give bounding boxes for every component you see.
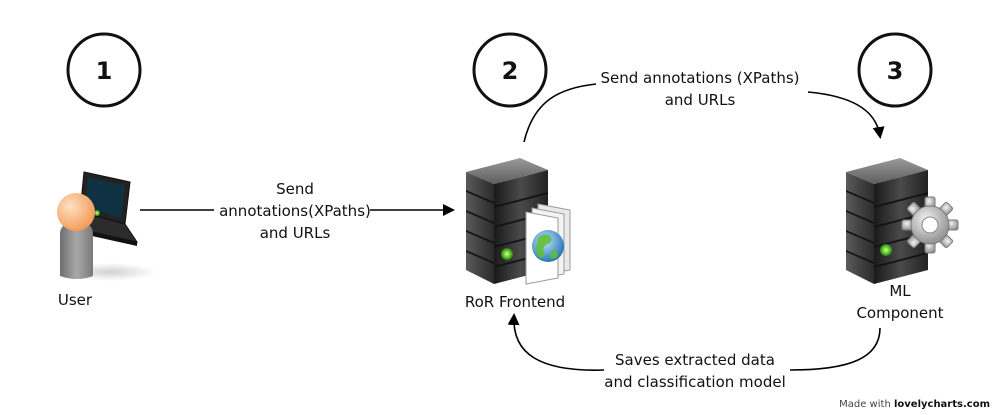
- step-2-badge: 2: [472, 32, 548, 108]
- user-icon: [57, 171, 156, 281]
- step-1-badge: 1: [66, 32, 142, 108]
- edge1-label-line1: Send: [276, 180, 314, 198]
- step-3-number: 3: [887, 57, 904, 85]
- credit-brand-link[interactable]: lovelycharts.com: [893, 399, 990, 410]
- frontend-server-icon: [466, 158, 548, 284]
- edge2-label-line2: and URLs: [664, 91, 736, 109]
- ml-label-line1: ML: [889, 282, 911, 300]
- ml-server-icon: [846, 158, 928, 284]
- web-pages-icon: [525, 203, 571, 285]
- step-3-badge: 3: [857, 32, 933, 108]
- frontend-label: RoR Frontend: [464, 293, 566, 311]
- user-label: User: [57, 291, 93, 309]
- edge3-label-line2: and classification model: [604, 373, 786, 391]
- credit-footer: Made with lovelycharts.com: [839, 399, 990, 411]
- gear-icon: [901, 196, 959, 254]
- edge1-label-line3: and URLs: [259, 224, 331, 242]
- arrow-ml-to-frontend: [507, 313, 881, 371]
- edge2-label-line1: Send annotations (XPaths): [600, 69, 800, 87]
- step-1-number: 1: [96, 57, 113, 85]
- edge3-label-line1: Saves extracted data: [615, 351, 775, 369]
- edge1-label-line2: annotations(XPaths): [219, 202, 371, 220]
- arrow-frontend-to-ml: [523, 83, 885, 143]
- ml-label-line2: Component: [856, 304, 944, 322]
- step-2-number: 2: [502, 57, 519, 85]
- credit-prefix: Made with: [839, 399, 891, 410]
